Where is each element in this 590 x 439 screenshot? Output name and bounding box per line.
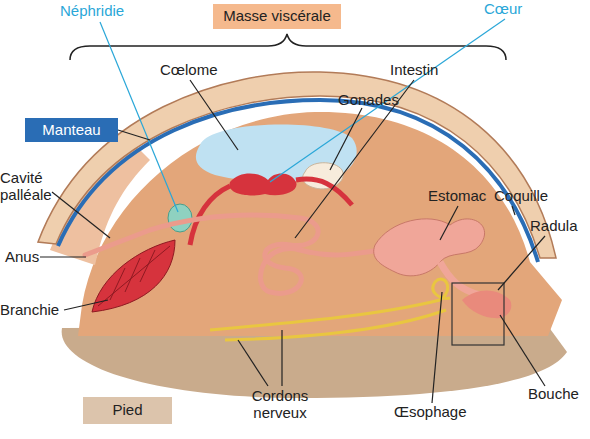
box-text: Masse viscérale <box>223 8 331 25</box>
box-text: Pied <box>112 402 142 419</box>
part-label: Bouche <box>528 386 588 403</box>
nephridium-shape <box>168 204 192 232</box>
box-text: Manteau <box>42 122 100 139</box>
part-label: Anus <box>5 249 45 266</box>
part-label: Coquille <box>494 188 564 205</box>
bracket <box>70 34 506 60</box>
part-label: Cœlome <box>160 62 230 79</box>
foot-shape <box>62 326 567 398</box>
part-label: Intestin <box>390 62 460 79</box>
label-box: Masse viscérale <box>213 4 341 29</box>
leader-lines-cyan <box>100 19 505 212</box>
nerve-cord-line <box>210 279 450 340</box>
stomach-shape <box>374 219 485 276</box>
vessel-line <box>190 179 352 245</box>
heart-shape <box>229 173 296 195</box>
gill-lines <box>98 246 170 306</box>
label-box: Manteau <box>25 118 118 142</box>
part-label: Cœur <box>484 1 534 18</box>
part-label: Cordons nerveux <box>240 388 320 421</box>
part-label: Gonades <box>338 92 408 109</box>
label-box: Pied <box>83 397 172 424</box>
part-label: Cavité palléale <box>0 170 56 203</box>
part-label: Néphridie <box>60 3 140 20</box>
part-label: Estomac <box>428 188 494 205</box>
part-label: Œsophage <box>394 404 484 421</box>
gonad-shape <box>303 163 343 189</box>
part-label: Branchie <box>0 302 66 319</box>
radula-box <box>452 283 504 345</box>
part-label: Radula <box>530 218 590 235</box>
intestine-line <box>85 215 380 293</box>
